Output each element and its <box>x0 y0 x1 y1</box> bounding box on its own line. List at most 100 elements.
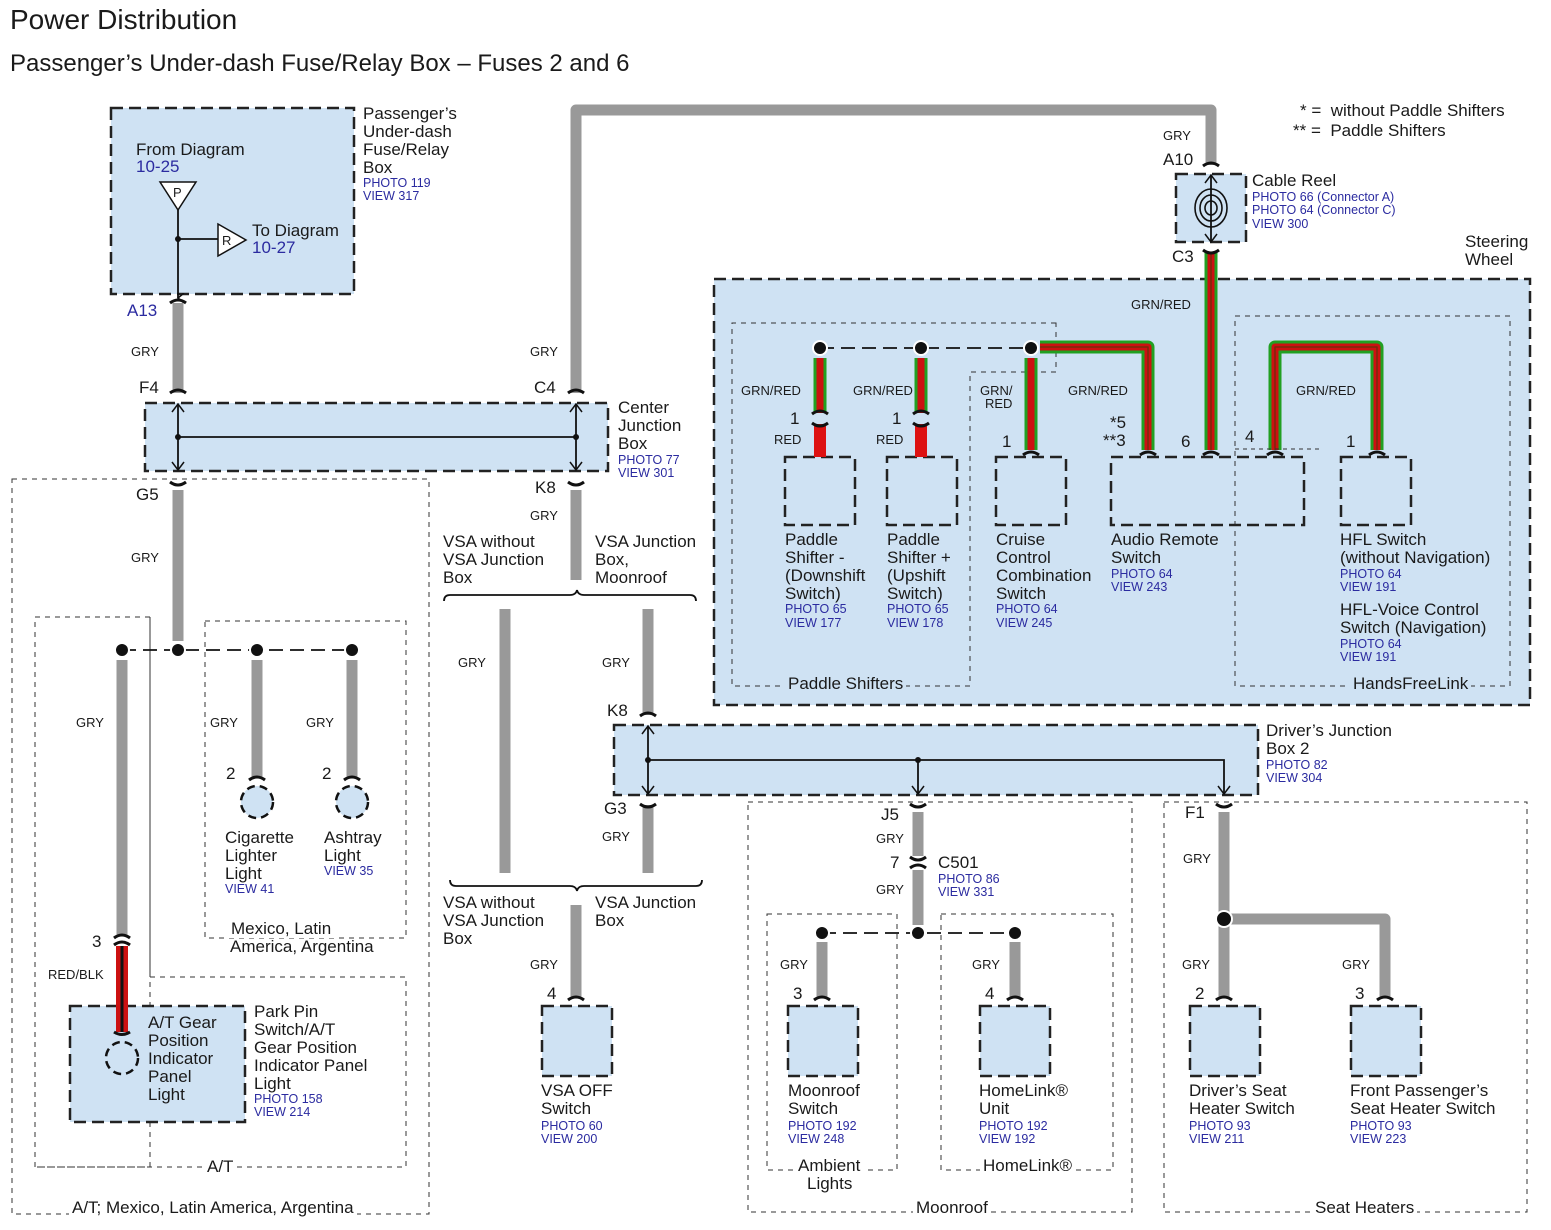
splice-dots <box>114 340 1233 941</box>
wire-passenger-heater <box>1224 913 1391 998</box>
ashtray-light-bulb-icon <box>334 784 370 820</box>
grn-red-wires <box>813 252 1384 450</box>
wire-label-grn-red: GRN/RED <box>1131 297 1191 312</box>
vsa-upper-left-label: VSA without <box>443 532 535 551</box>
pin-homelink: 4 <box>985 984 995 1003</box>
driver-heater-view-link[interactable]: VIEW 211 <box>1189 1132 1245 1146</box>
vsa-off-name: VSA OFF <box>541 1081 613 1100</box>
wire-label-red: RED <box>774 432 802 447</box>
page-subtitle: Passenger’s Under-dash Fuse/Relay Box – … <box>10 50 630 77</box>
fuse-box-name-2: Under-dash <box>363 122 452 141</box>
ashtray-view-link[interactable]: VIEW 35 <box>324 864 374 878</box>
to-diagram-ref-link[interactable]: 10-27 <box>252 238 296 257</box>
mexico-region-label: America, Argentina <box>230 937 374 956</box>
hfl-switch-box <box>1339 455 1413 527</box>
view-link[interactable]: VIEW 243 <box>1111 580 1168 594</box>
pin-driver-heater: 2 <box>1195 984 1205 1003</box>
homelink-photo-link[interactable]: PHOTO 192 <box>979 1119 1048 1133</box>
homelink-unit-box <box>978 1004 1052 1078</box>
wire-label-grn-red: GRN/RED <box>853 383 913 398</box>
vsa-off-view-link[interactable]: VIEW 200 <box>541 1132 598 1146</box>
c501-view-link[interactable]: VIEW 331 <box>938 885 995 899</box>
to-diagram-label: To Diagram <box>252 221 339 240</box>
pin-moonroof-switch: 3 <box>793 984 803 1003</box>
pin-audio-3: **3 <box>1103 431 1126 450</box>
view-link[interactable]: VIEW 177 <box>785 616 842 630</box>
pin-c4: C4 <box>534 378 556 397</box>
group-label-paddle-shifters: Paddle Shifters <box>785 675 907 693</box>
photo-link[interactable]: PHOTO 64 <box>1111 567 1173 581</box>
from-diagram-label: From Diagram <box>136 140 245 159</box>
fuse-box-photo-link[interactable]: PHOTO 119 <box>363 176 431 190</box>
cjb-photo-link[interactable]: PHOTO 77 <box>618 453 680 467</box>
photo-link[interactable]: PHOTO 64 <box>1340 637 1402 651</box>
component-name: Switch <box>996 584 1047 603</box>
pin-c501-7: 7 <box>890 853 900 872</box>
vsa-off-photo-link[interactable]: PHOTO 60 <box>541 1119 603 1133</box>
wire-label-gry: GRY <box>780 957 808 972</box>
vsa-upper-right-label: VSA Junction <box>595 532 697 551</box>
park-pin-name: Switch/A/T <box>254 1020 336 1039</box>
vsa-upper-right-label: Moonroof <box>595 568 667 587</box>
cig-light-view-link[interactable]: VIEW 41 <box>225 882 275 896</box>
photo-link[interactable]: PHOTO 65 <box>785 602 847 616</box>
homelink-view-link[interactable]: VIEW 192 <box>979 1132 1036 1146</box>
component-name: Shifter + <box>887 548 951 567</box>
cjb-view-link[interactable]: VIEW 301 <box>618 466 675 480</box>
vsa-braces <box>443 589 703 892</box>
park-pin-name: Park Pin <box>254 1002 319 1021</box>
view-link[interactable]: VIEW 191 <box>1340 650 1397 664</box>
driver-heater-name: Heater Switch <box>1189 1099 1295 1118</box>
fuse-box-outline <box>109 106 356 296</box>
photo-link[interactable]: PHOTO 64 <box>1340 567 1402 581</box>
vsa-off-switch-box <box>540 1004 614 1078</box>
c501-photo-link[interactable]: PHOTO 86 <box>938 872 1000 886</box>
view-link[interactable]: VIEW 178 <box>887 616 944 630</box>
fuse-box-name-3: Fuse/Relay <box>363 140 449 159</box>
djb-photo-link[interactable]: PHOTO 82 <box>1266 758 1328 772</box>
photo-link[interactable]: PHOTO 64 <box>996 602 1058 616</box>
from-diagram-ref-link[interactable]: 10-25 <box>136 157 180 176</box>
photo-link[interactable]: PHOTO 65 <box>887 602 949 616</box>
at-mexico-region-label: A/T; Mexico, Latin America, Argentina <box>69 1199 357 1217</box>
park-pin-view-link[interactable]: VIEW 214 <box>254 1105 311 1119</box>
wire-label-gry: GRY <box>210 715 238 730</box>
pin-passenger-heater: 3 <box>1355 984 1365 1003</box>
fuse-box-view-link[interactable]: VIEW 317 <box>363 189 420 203</box>
component-name: Paddle <box>887 530 940 549</box>
cig-light-name: Light <box>225 864 262 883</box>
fuse-box-name-1: Passenger’s <box>363 104 457 123</box>
cable-reel-photo-a-link[interactable]: PHOTO 66 (Connector A) <box>1252 190 1395 204</box>
djb-view-link[interactable]: VIEW 304 <box>1266 771 1323 785</box>
cable-reel-photo-c-link[interactable]: PHOTO 64 (Connector C) <box>1252 203 1396 217</box>
moonroof-region-label: Moonroof <box>913 1199 991 1217</box>
pin-paddle-down: 1 <box>790 409 800 428</box>
pin-j5: J5 <box>881 805 899 824</box>
pin-k8-cjb: K8 <box>535 478 556 497</box>
passenger-heater-photo-link[interactable]: PHOTO 93 <box>1350 1119 1412 1133</box>
cig-light-name: Lighter <box>225 846 277 865</box>
view-link[interactable]: VIEW 245 <box>996 616 1053 630</box>
wire-c4-a10 <box>570 104 1217 393</box>
wire-label-gry: GRY <box>458 655 486 670</box>
park-pin-photo-link[interactable]: PHOTO 158 <box>254 1092 323 1106</box>
component-name: (without Navigation) <box>1340 548 1491 567</box>
view-link[interactable]: VIEW 191 <box>1340 580 1397 594</box>
vsa-lower-right-label: VSA Junction <box>595 893 697 912</box>
pin-vsa-off: 4 <box>547 984 557 1003</box>
wire-label-gry: GRY <box>602 655 630 670</box>
pin-gear: 3 <box>92 932 102 951</box>
pin-c3: C3 <box>1172 247 1194 266</box>
dest-symbol-label: R <box>222 233 232 248</box>
driver-heater-photo-link[interactable]: PHOTO 93 <box>1189 1119 1251 1133</box>
vsa-upper-right-label: Box, <box>595 550 630 569</box>
at-region-label: A/T <box>204 1158 237 1176</box>
moonroof-switch-view-link[interactable]: VIEW 248 <box>788 1132 845 1146</box>
passenger-heater-view-link[interactable]: VIEW 223 <box>1350 1132 1407 1146</box>
pin-hfl: 1 <box>1346 432 1356 451</box>
djb-bus-line <box>648 759 1225 794</box>
wire-label-grn: GRN/ <box>980 383 1013 398</box>
moonroof-switch-photo-link[interactable]: PHOTO 192 <box>788 1119 857 1133</box>
cable-reel-view-link[interactable]: VIEW 300 <box>1252 217 1309 231</box>
